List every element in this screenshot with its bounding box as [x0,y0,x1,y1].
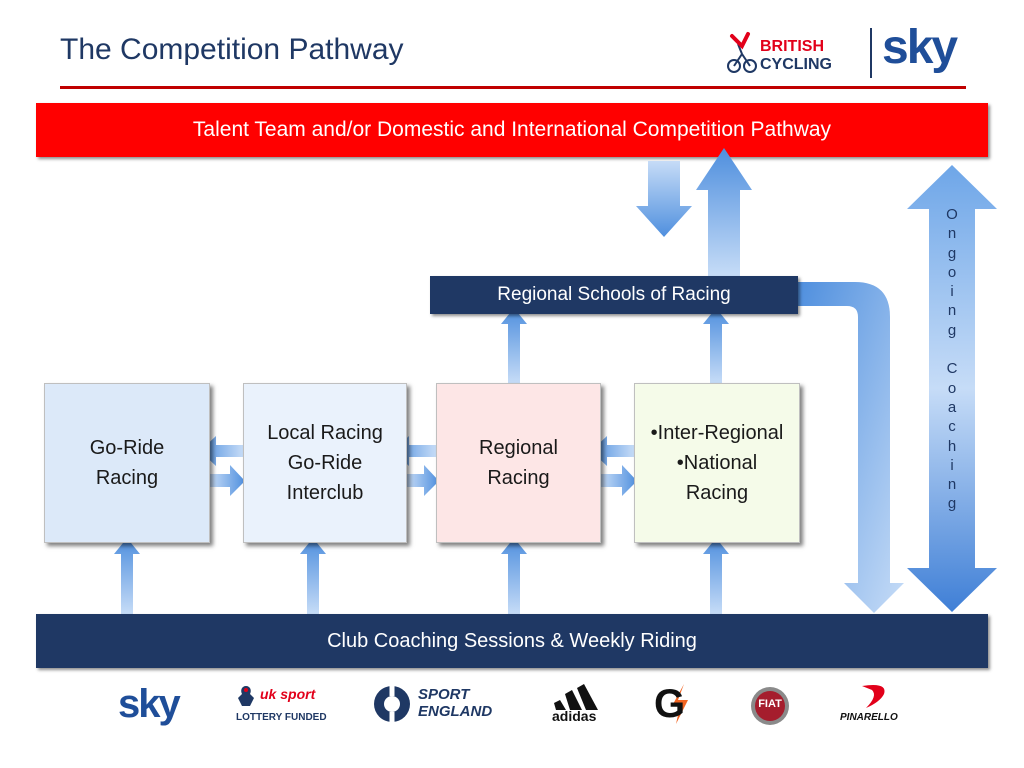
gatorade-bolt-icon [672,684,688,724]
lottery-hand-icon [238,686,254,706]
england-text: ENGLAND [418,703,493,720]
fiat-logo: FIAT [750,686,790,726]
cyclist-icon: BRITISH CYCLING [727,32,832,73]
letter: g [947,321,957,339]
sport-england-icon [374,686,410,722]
letter: n [947,302,957,320]
uk-sport-logo: uk sport LOTTERY FUNDED [236,684,332,728]
pinarello-swoosh-icon [862,685,885,708]
letter: C [946,360,958,378]
page-title: The Competition Pathway [60,33,404,66]
letter: o [947,379,957,397]
title-underline [60,86,966,89]
up-arrow-regional-to-schools [501,308,527,383]
pinarello-text: PINARELLO [840,712,898,723]
national-racing-box: •Inter-Regional •National Racing [634,383,800,543]
letter: g [947,244,957,262]
box-line: Go-Ride [287,452,363,474]
uk-sport-text: uk sport [260,686,316,702]
box-line: Racing [685,482,749,504]
logo-divider [870,28,872,78]
regional-racing-box: Regional Racing [436,383,601,543]
arrow-left-national-to-regional [591,436,634,466]
box-line: Racing [487,467,550,489]
british-cycling-logo: BRITISH CYCLING [726,30,858,78]
up-arrow-club-to-regional [501,538,527,614]
letter: i [950,456,954,474]
curved-arrow-to-club [798,282,904,613]
letter: O [946,206,958,223]
letter: o [947,263,957,281]
letter: n [947,225,957,243]
up-arrow-club-to-local [300,538,326,614]
go-ride-racing-box: Go-Ride Racing [44,383,210,543]
ongoing-coaching-arrow [907,165,997,612]
gatorade-logo: G [654,682,702,726]
box-line: Racing [95,467,159,489]
letter: c [948,418,956,436]
box-line: •National [676,452,758,474]
up-arrow-club-to-national [703,538,729,614]
ongoing-coaching-label: O n g o i n g C o a c h i n g [906,205,998,514]
local-racing-box: Local Racing Go-Ride Interclub [243,383,407,543]
box-line: •Inter-Regional [650,422,784,444]
letter-spacer [906,340,998,359]
arrow-right-local-to-regional [407,465,439,496]
british-text: BRITISH [760,38,824,55]
arrow-right-goride-to-local [210,465,245,496]
up-arrow-club-to-goride [114,538,140,614]
club-coaching-bar: Club Coaching Sessions & Weekly Riding [36,614,988,668]
sponsor-sky-logo: sky [118,682,181,726]
letter: g [947,495,957,513]
sky-header-logo: sky [882,21,958,74]
box-line: Local Racing [267,422,383,444]
arrow-left-local-to-goride [200,436,243,466]
fiat-badge-icon [751,687,789,725]
sport-text: SPORT [418,686,470,703]
box-line: Interclub [286,482,364,504]
letter: h [947,437,957,455]
box-line: Regional [479,437,558,459]
talent-team-bar: Talent Team and/or Domestic and Internat… [36,103,988,157]
adidas-stripes-icon [554,684,598,710]
adidas-text: adidas [552,708,597,724]
letter: n [947,476,957,494]
letter: i [950,283,954,301]
arrow-right-regional-to-national [601,465,637,496]
cycling-text: CYCLING [760,56,832,73]
sport-england-logo: SPORT ENGLAND [372,684,502,724]
up-arrow-to-talent [696,148,752,276]
adidas-logo: adidas [548,684,610,724]
down-arrow-from-talent [636,161,692,237]
lottery-funded-text: LOTTERY FUNDED [236,712,327,723]
up-arrow-national-to-schools [703,308,729,383]
letter: a [947,398,957,416]
box-line: Go-Ride [89,437,165,459]
pinarello-logo: PINARELLO [838,682,918,726]
regional-schools-bar: Regional Schools of Racing [430,276,798,314]
gatorade-g: G [654,682,686,726]
fiat-text: FIAT [758,698,782,710]
